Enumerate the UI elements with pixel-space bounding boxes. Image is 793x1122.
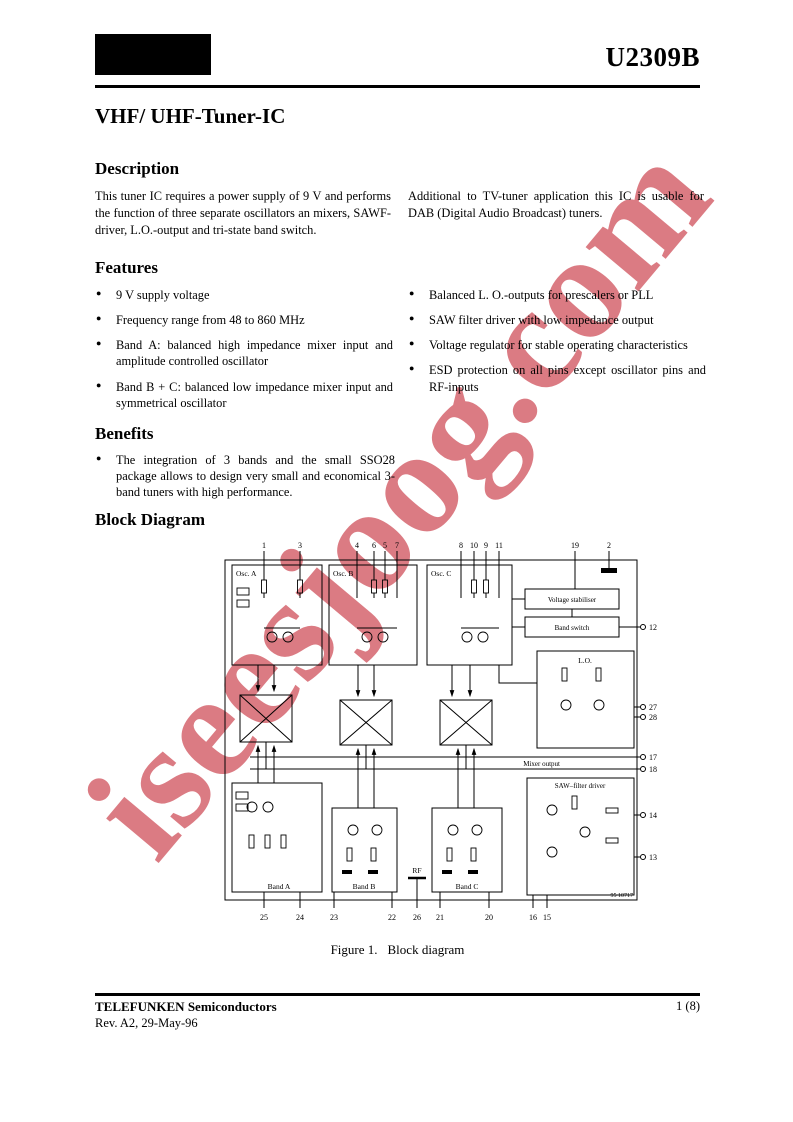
- features-right-column: Balanced L. O.-outputs for prescalers or…: [408, 287, 706, 404]
- pin-label: 13: [649, 853, 657, 862]
- mixer-output-label: Mixer output: [523, 760, 560, 768]
- band-switch-label: Band switch: [555, 624, 590, 632]
- features-heading: Features: [95, 258, 158, 277]
- pin-label: 18: [649, 765, 657, 774]
- pin-label: 21: [436, 913, 444, 922]
- band-c-box: [431, 807, 503, 893]
- part-number: U2309B: [605, 42, 700, 72]
- footer-page-number: 1 (8): [676, 999, 700, 1013]
- mixer-a: [239, 694, 293, 743]
- feature-item: Frequency range from 48 to 860 MHz: [95, 312, 393, 328]
- pin-label: 15: [543, 913, 551, 922]
- band-a-box: [231, 782, 323, 893]
- pin-label: 25: [260, 913, 268, 922]
- top-pin-labels: 1 3 4 6 5 7 8 10 9 11 19 2: [262, 541, 611, 550]
- feature-item: ESD protection on all pins except oscill…: [408, 362, 706, 394]
- feature-item: SAW filter driver with low impedance out…: [408, 312, 706, 328]
- pin-label: 6: [372, 541, 376, 550]
- pin-label: 12: [649, 623, 657, 632]
- pin-label: 22: [388, 913, 396, 922]
- saw-driver-box: [526, 777, 635, 896]
- ic-boundary: [224, 559, 638, 901]
- osc-a-box: [231, 564, 323, 666]
- resistor-symbols: [235, 579, 619, 862]
- feature-item: Band B + C: balanced low impedance mixer…: [95, 379, 393, 411]
- pin-label: 23: [330, 913, 338, 922]
- pin-label: 26: [413, 913, 421, 922]
- temic-logo: [95, 34, 211, 75]
- footer-revision: Rev. A2, 29-May-96: [95, 1016, 198, 1030]
- footer-company: TELEFUNKEN Semiconductors: [95, 999, 277, 1014]
- pin-label: 1: [262, 541, 266, 550]
- pin-label: 19: [571, 541, 579, 550]
- osc-b-box: [328, 564, 418, 666]
- benefits-column: The integration of 3 bands and the small…: [95, 452, 395, 509]
- block-diagram-heading: Block Diagram: [95, 510, 206, 529]
- band-b-label: Band B: [353, 882, 376, 891]
- pin-label: 5: [383, 541, 387, 550]
- mixer-b: [339, 699, 393, 746]
- voltage-stabiliser-box: [524, 588, 620, 610]
- band-a-label: Band A: [268, 882, 291, 891]
- pin-terminals: [640, 624, 646, 860]
- pin-label: 27: [649, 703, 657, 712]
- band-switch-box: [524, 616, 620, 638]
- pin-label: 7: [395, 541, 399, 550]
- pin-label: 17: [649, 753, 657, 762]
- benefits-heading: Benefits: [95, 424, 154, 443]
- footer-rule: [95, 993, 700, 996]
- pin-label: 14: [649, 811, 657, 820]
- block-diagram-figure: Osc. A Osc. B Osc. C Voltage stabiliser …: [224, 541, 657, 922]
- pin-label: 28: [649, 713, 657, 722]
- mixer-c: [439, 699, 493, 746]
- pin-label: 2: [607, 541, 611, 550]
- description-heading: Description: [95, 159, 180, 178]
- description-right: Additional to TV-tuner application this …: [408, 189, 704, 220]
- pin-label: 24: [296, 913, 304, 922]
- feature-item: Band A: balanced high impedance mixer in…: [95, 337, 393, 369]
- pin-label: 9: [484, 541, 488, 550]
- pin-label: 20: [485, 913, 493, 922]
- benefit-item: The integration of 3 bands and the small…: [95, 452, 395, 500]
- feature-item: 9 V supply voltage: [95, 287, 393, 303]
- features-left-column: 9 V supply voltage Frequency range from …: [95, 287, 393, 420]
- saw-driver-label: SAW–filter driver: [555, 782, 606, 790]
- band-b-box: [331, 807, 398, 893]
- feature-item: Balanced L. O.-outputs for prescalers or…: [408, 287, 706, 303]
- description-left: This tuner IC requires a power supply of…: [95, 189, 391, 237]
- right-pin-labels: 12 27 28 17 18 14 13: [649, 623, 657, 862]
- pin-label: 8: [459, 541, 463, 550]
- figure-caption-label: Figure 1.: [330, 942, 378, 957]
- pin-label: 3: [298, 541, 302, 550]
- rf-label: RF: [412, 866, 421, 875]
- osc-c-box: [426, 564, 513, 666]
- diagram-doc-number: 95 10717: [611, 893, 634, 899]
- ground-symbols: [342, 568, 617, 874]
- signal-arrows: [255, 665, 477, 808]
- osc-c-label: Osc. C: [431, 569, 451, 578]
- band-c-label: Band C: [456, 882, 479, 891]
- lo-label: L.O.: [578, 656, 592, 665]
- doc-title: VHF/ UHF-Tuner-IC: [95, 104, 286, 128]
- voltage-stabiliser-label: Voltage stabiliser: [548, 596, 597, 604]
- lo-box: [536, 650, 635, 749]
- header-rule: [95, 85, 700, 88]
- pin-label: 11: [495, 541, 503, 550]
- diagram-wires: [250, 551, 640, 908]
- block-diagram: Osc. A Osc. B Osc. C Voltage stabiliser …: [222, 540, 662, 930]
- bottom-pin-labels: 25 24 23 22 26 21 20 16 15: [260, 913, 551, 922]
- figure-caption-text: Block diagram: [387, 942, 465, 957]
- figure-caption: Figure 1. Block diagram: [95, 942, 700, 958]
- feature-item: Voltage regulator for stable operating c…: [408, 337, 706, 353]
- pin-label: 16: [529, 913, 537, 922]
- osc-a-label: Osc. A: [236, 569, 257, 578]
- osc-b-label: Osc. B: [333, 569, 353, 578]
- pin-label: 4: [355, 541, 359, 550]
- transistor-symbols: [246, 631, 605, 858]
- pin-label: 10: [470, 541, 478, 550]
